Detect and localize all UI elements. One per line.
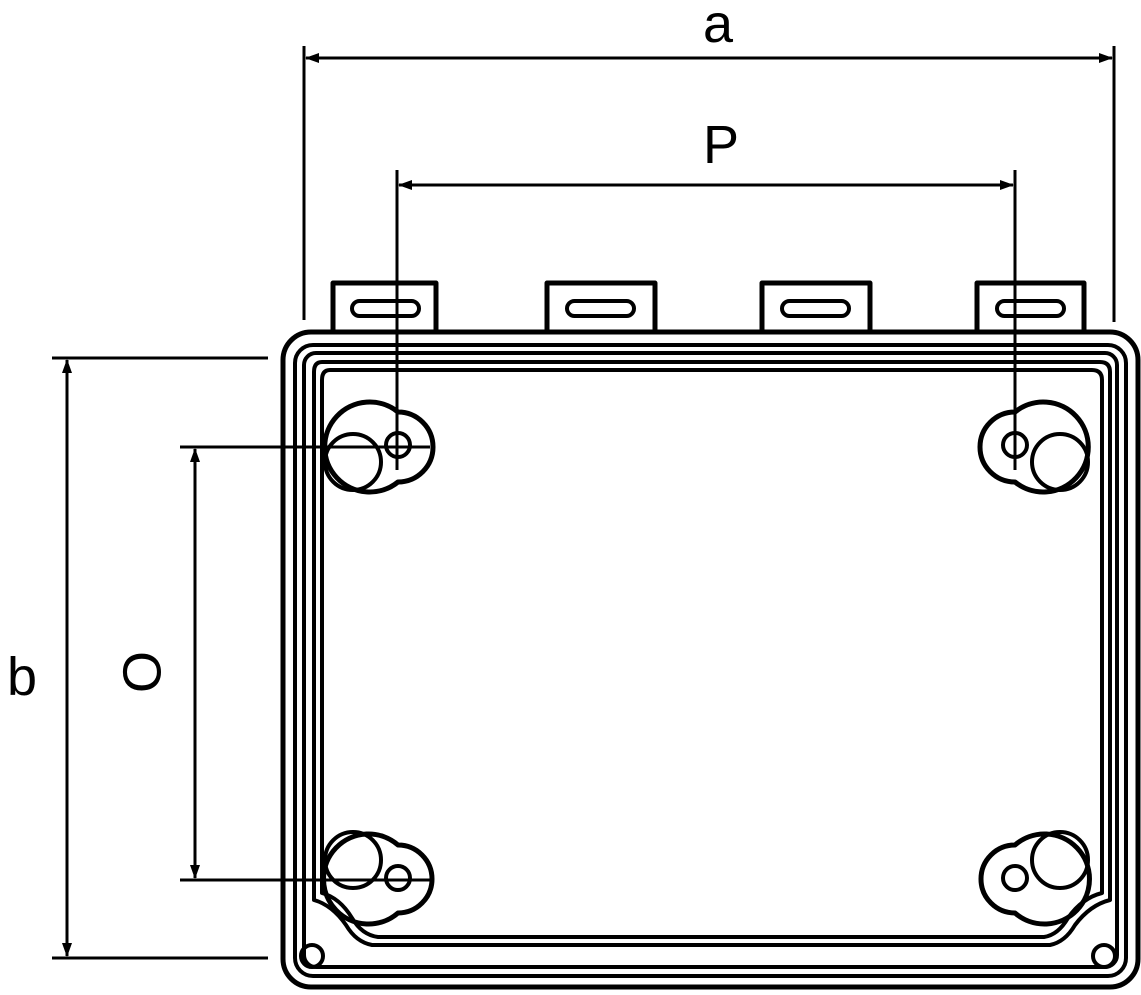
keyhole-bottom-right bbox=[978, 830, 1092, 927]
keyhole-top-right bbox=[977, 399, 1091, 495]
tab-slot bbox=[350, 299, 421, 318]
dimension-label-b: b bbox=[7, 647, 37, 707]
enclosure-body bbox=[280, 329, 1141, 990]
keyhole-bottom-left bbox=[321, 830, 435, 927]
enclosure-groove bbox=[302, 351, 1119, 969]
enclosure-outer-edge bbox=[280, 329, 1141, 990]
mounting-tab bbox=[974, 280, 1087, 335]
tab-slot bbox=[780, 299, 851, 318]
mounting-tab bbox=[544, 280, 658, 335]
keyhole-mounts bbox=[321, 399, 1092, 927]
lid-inner-boundary bbox=[312, 360, 1112, 947]
dimension-lines bbox=[62, 53, 1113, 957]
tab-slot bbox=[565, 299, 636, 318]
dimension-label-o: O bbox=[112, 651, 172, 693]
mounting-tab bbox=[330, 280, 439, 335]
dimension-labels: a P b O bbox=[7, 0, 739, 707]
lid-inner-boundary-2 bbox=[320, 368, 1104, 939]
dimension-label-a: a bbox=[703, 0, 734, 54]
enclosure-lip bbox=[293, 343, 1128, 978]
extension-lines bbox=[52, 46, 1116, 960]
dimension-label-p: P bbox=[703, 115, 739, 175]
corner-hole-bottom-right bbox=[1091, 943, 1117, 969]
mounting-tab bbox=[759, 280, 873, 335]
corner-hole-bottom-left bbox=[299, 943, 325, 969]
tab-slot bbox=[995, 299, 1066, 318]
mounting-tabs bbox=[330, 280, 1087, 335]
